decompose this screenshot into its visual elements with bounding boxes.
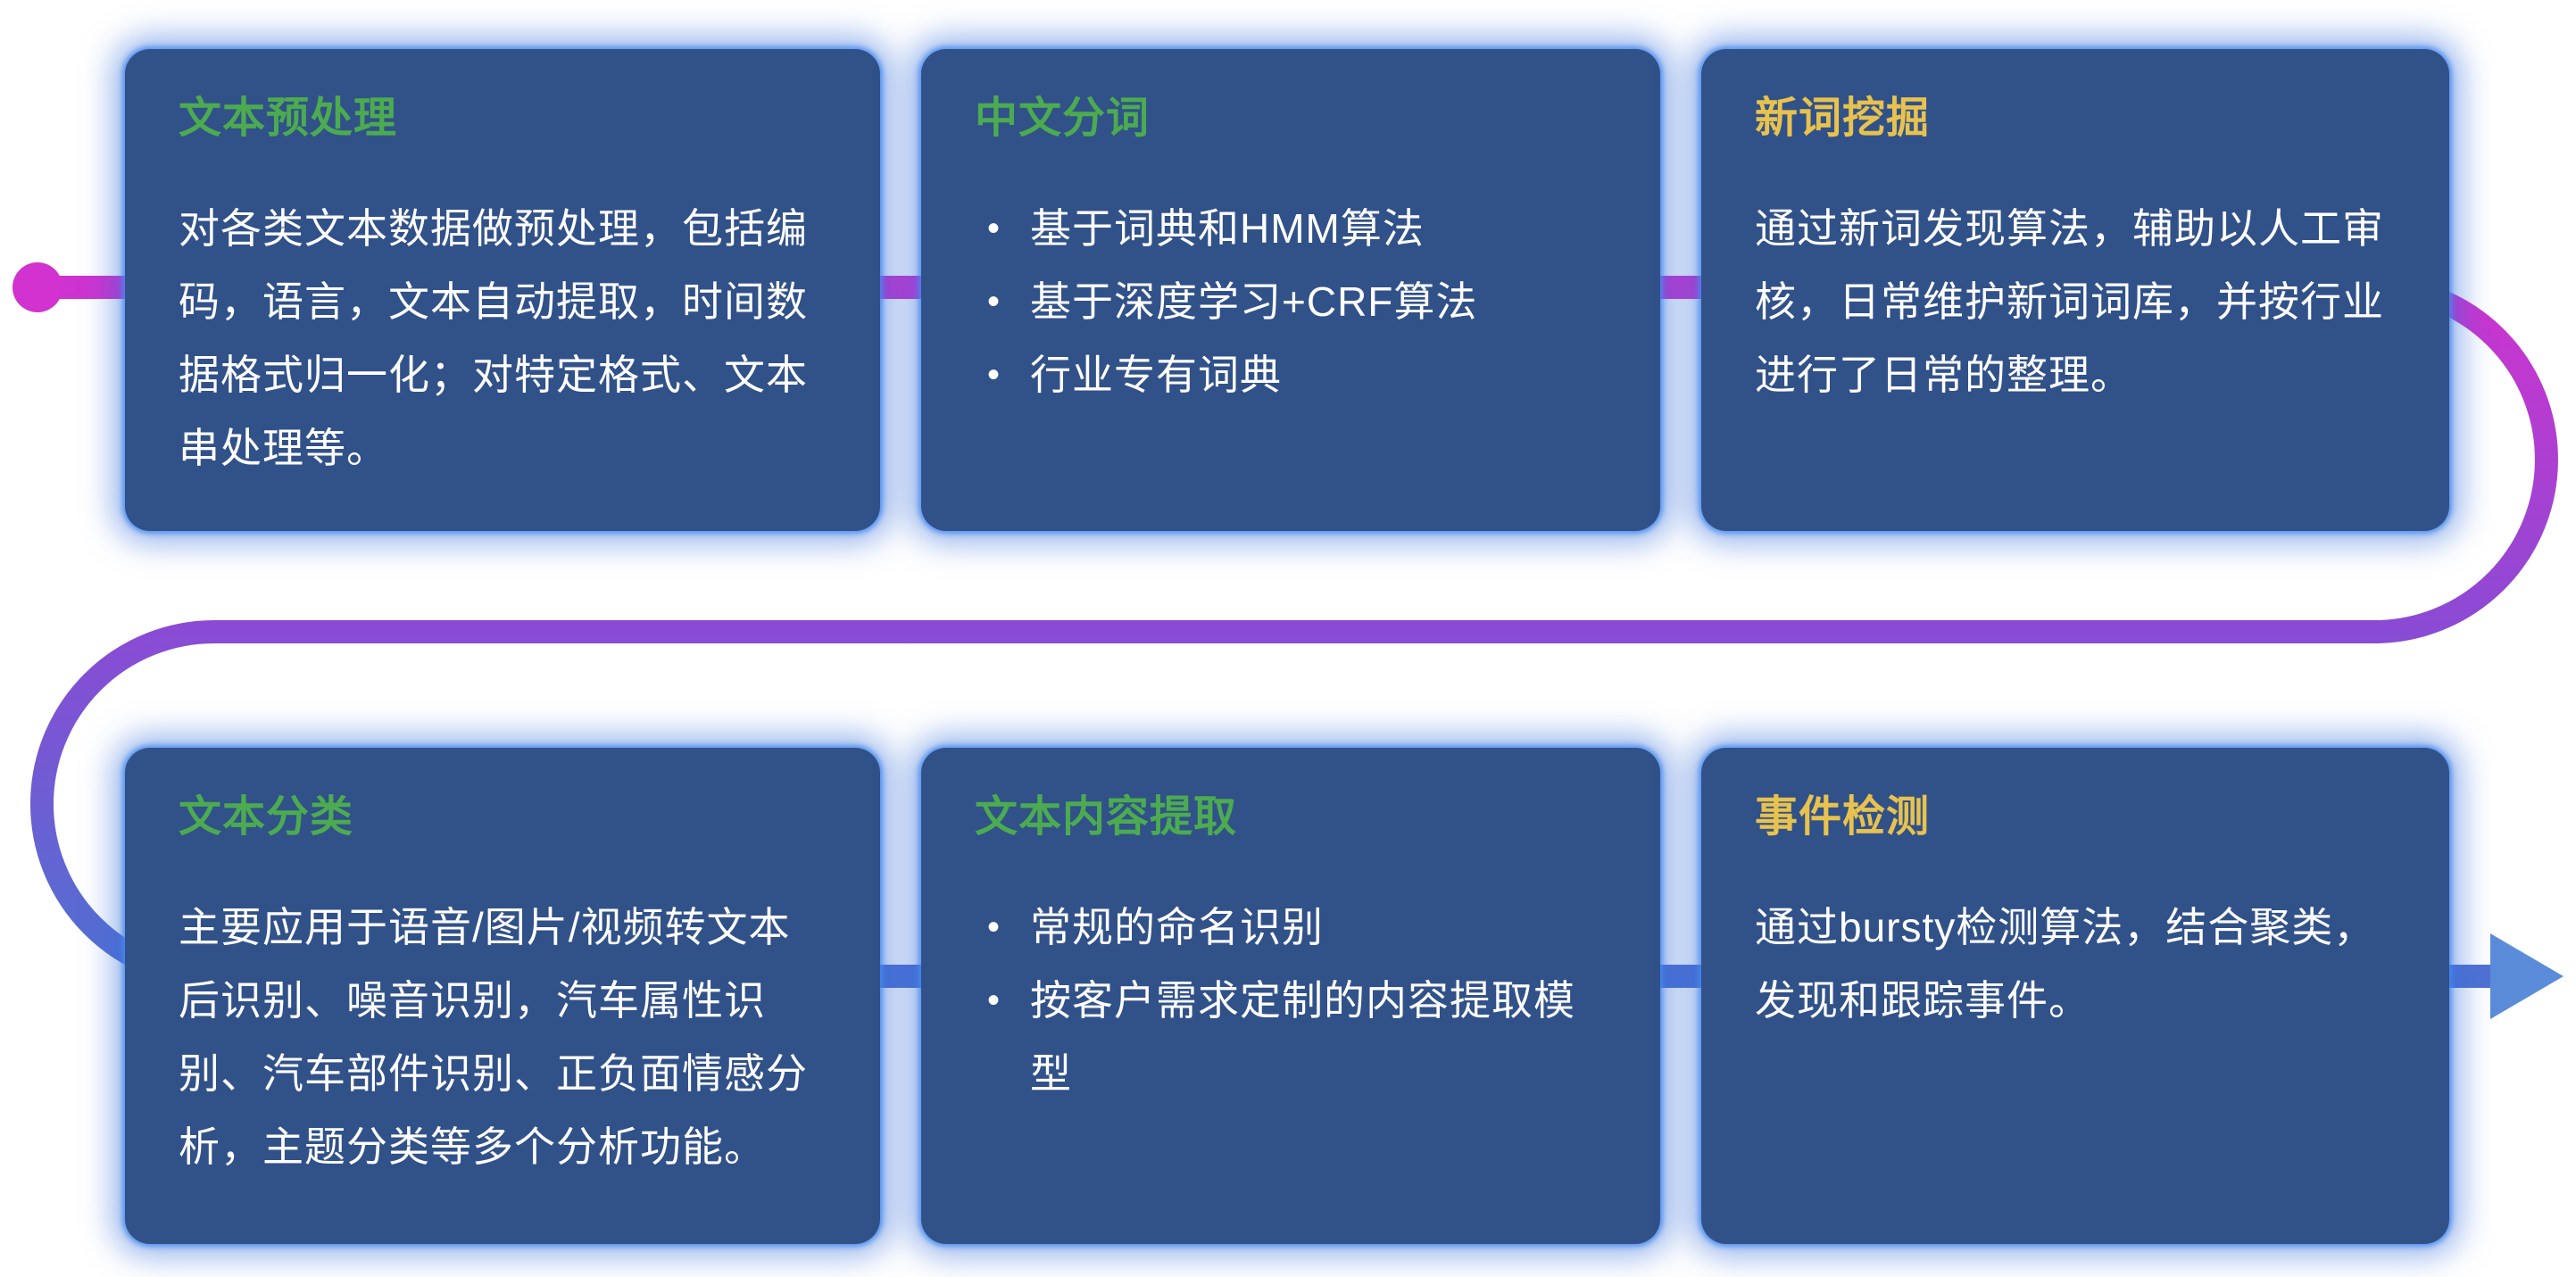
bullet-icon: • <box>987 981 1001 1021</box>
bullet-text: 基于深度学习+CRF算法 <box>1030 278 1478 326</box>
bullet-text: 按客户需求定制的内容提取模型 <box>1030 977 1575 1098</box>
card-title: 文本预处理 <box>179 95 398 142</box>
card-title: 文本分类 <box>179 793 354 841</box>
bullet-icon: • <box>987 355 1001 395</box>
flow-arrow-icon <box>2490 933 2564 1019</box>
bullet-item: • 常规的命名识别 <box>987 891 1607 964</box>
flow-path <box>30 276 2558 988</box>
card-event-detection: 事件检测 通过bursty检测算法，结合聚类，发现和跟踪事件。 <box>1701 748 2449 1244</box>
bullet-text: 常规的命名识别 <box>1030 904 1324 951</box>
card-body: 主要应用于语音/图片/视频转文本后识别、噪音识别，汽车属性识别、汽车部件识别、正… <box>179 904 808 1171</box>
card-title: 新词挖掘 <box>1755 95 1931 142</box>
bullet-item: • 按客户需求定制的内容提取模型 <box>987 964 1607 1110</box>
card-new-word-mining: 新词挖掘 通过新词发现算法，辅助以人工审核，日常维护新词词库，并按行业进行了日常… <box>1701 49 2449 531</box>
bullet-item: • 行业专有词典 <box>987 338 1607 411</box>
bullet-text: 基于词典和HMM算法 <box>1030 205 1425 253</box>
card-text-preprocessing: 文本预处理 对各类文本数据做预处理，包括编码，语言，文本自动提取，时间数据格式归… <box>125 49 880 531</box>
bullet-item: • 基于深度学习+CRF算法 <box>987 265 1607 338</box>
bullet-icon: • <box>987 908 1001 948</box>
card-text-classification: 文本分类 主要应用于语音/图片/视频转文本后识别、噪音识别，汽车属性识别、汽车部… <box>125 748 880 1244</box>
bullet-text: 行业专有词典 <box>1030 352 1282 399</box>
flow-start-dot-icon <box>12 262 62 312</box>
bullet-icon: • <box>987 209 1001 249</box>
bullet-item: • 基于词典和HMM算法 <box>987 192 1607 265</box>
card-title: 中文分词 <box>975 95 1151 142</box>
card-body: 通过bursty检测算法，结合聚类，发现和跟踪事件。 <box>1755 904 2376 1024</box>
bullet-icon: • <box>987 282 1001 322</box>
card-title: 事件检测 <box>1755 793 1931 841</box>
card-title: 文本内容提取 <box>975 793 1238 841</box>
card-chinese-word-segmentation: 中文分词 • 基于词典和HMM算法 • 基于深度学习+CRF算法 • 行业专有词… <box>921 49 1660 531</box>
card-body: 对各类文本数据做预处理，包括编码，语言，文本自动提取，时间数据格式归一化；对特定… <box>179 205 808 472</box>
card-body: 通过新词发现算法，辅助以人工审核，日常维护新词词库，并按行业进行了日常的整理。 <box>1755 205 2384 399</box>
bullet-list: • 基于词典和HMM算法 • 基于深度学习+CRF算法 • 行业专有词典 <box>975 192 1607 411</box>
card-text-content-extraction: 文本内容提取 • 常规的命名识别 • 按客户需求定制的内容提取模型 <box>921 748 1660 1244</box>
bullet-list: • 常规的命名识别 • 按客户需求定制的内容提取模型 <box>975 891 1607 1110</box>
